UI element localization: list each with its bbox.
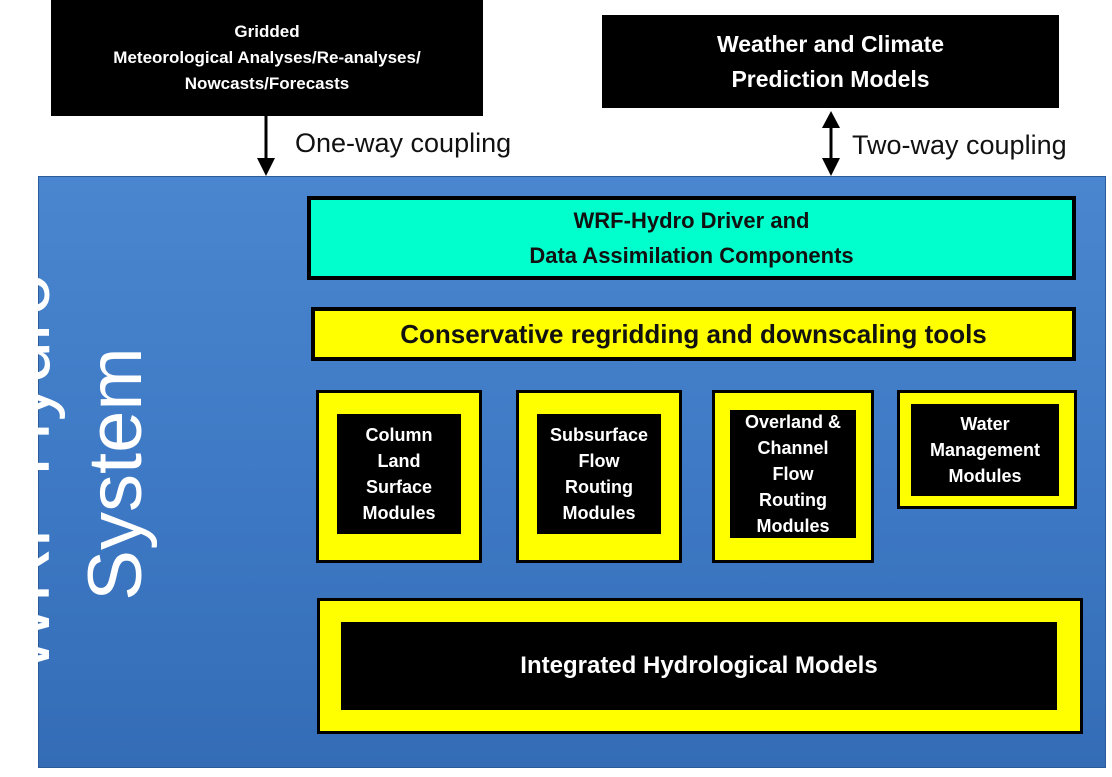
module-water-management-inner: Water Management Modules [911,404,1059,496]
two-way-arrow [822,111,840,176]
one-way-coupling-label: One-way coupling [295,128,512,158]
one-way-arrow [257,116,275,176]
driver-label: WRF-Hydro Driver and Data Assimilation C… [529,208,854,268]
coupling-arrows [257,111,840,176]
module-label: Overland & Channel Flow Routing Modules [744,412,842,536]
two-way-coupling-label: Two-way coupling [852,130,1067,160]
prediction-models-box: Weather and Climate Prediction Models [602,15,1059,108]
integrated-models-label: Integrated Hydrological Models [520,652,878,679]
module-column-land-surface-inner: Column Land Surface Modules [337,414,461,534]
module-overland-channel-flow-inner: Overland & Channel Flow Routing Modules [730,410,856,538]
module-subsurface-flow-inner: Subsurface Flow Routing Modules [537,414,661,534]
regridding-box: Conservative regridding and downscaling … [311,307,1076,361]
regridding-label: Conservative regridding and downscaling … [400,318,987,349]
module-label: Column Land Surface Modules [362,425,436,523]
module-label: Subsurface Flow Routing Modules [549,425,649,523]
prediction-models-label: Weather and Climate Prediction Models [716,30,945,92]
driver-box: WRF-Hydro Driver and Data Assimilation C… [307,196,1076,280]
met-analyses-label: Gridded Meteorological Analyses/Re-analy… [113,22,421,93]
system-title-text: WRF-Hydro System [0,273,158,675]
met-analyses-box: Gridded Meteorological Analyses/Re-analy… [51,0,483,116]
module-label: Water Management Modules [929,414,1041,486]
integrated-models-inner: Integrated Hydrological Models [341,622,1057,710]
